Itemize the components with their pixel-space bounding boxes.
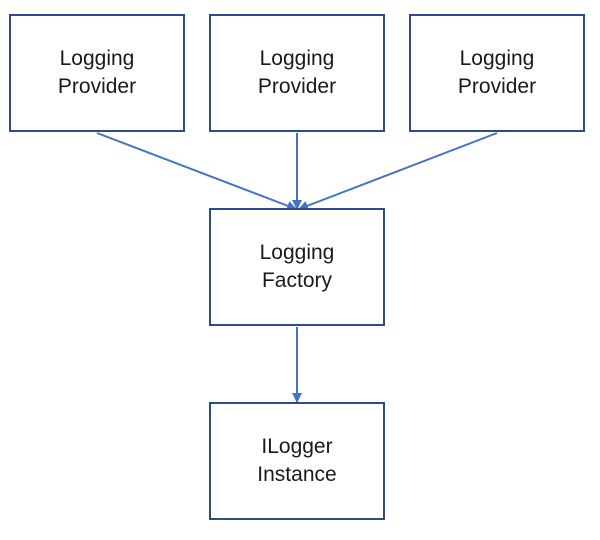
node-label-line: Logging: [259, 241, 335, 264]
node-label-line: Provider: [457, 75, 537, 98]
node-label-line: Instance: [257, 463, 337, 486]
node-logging-factory: Logging Factory: [209, 208, 385, 326]
node-label-line: Logging: [259, 47, 335, 70]
node-label-line: Provider: [57, 75, 137, 98]
node-label-line: Logging: [59, 47, 135, 70]
node-ilogger-instance: ILogger Instance: [209, 402, 385, 520]
node-label-line: Provider: [257, 75, 337, 98]
node-label-line: ILogger: [261, 435, 333, 458]
arrow-provider-1-to-factory: [96, 132, 297, 211]
node-logging-provider-1: Logging Provider: [9, 14, 185, 132]
arrow-provider-3-to-factory: [298, 132, 498, 211]
node-label-line: Logging: [459, 47, 535, 70]
node-logging-provider-2: Logging Provider: [209, 14, 385, 132]
node-logging-provider-3: Logging Provider: [409, 14, 585, 132]
node-label-line: Factory: [261, 269, 332, 292]
